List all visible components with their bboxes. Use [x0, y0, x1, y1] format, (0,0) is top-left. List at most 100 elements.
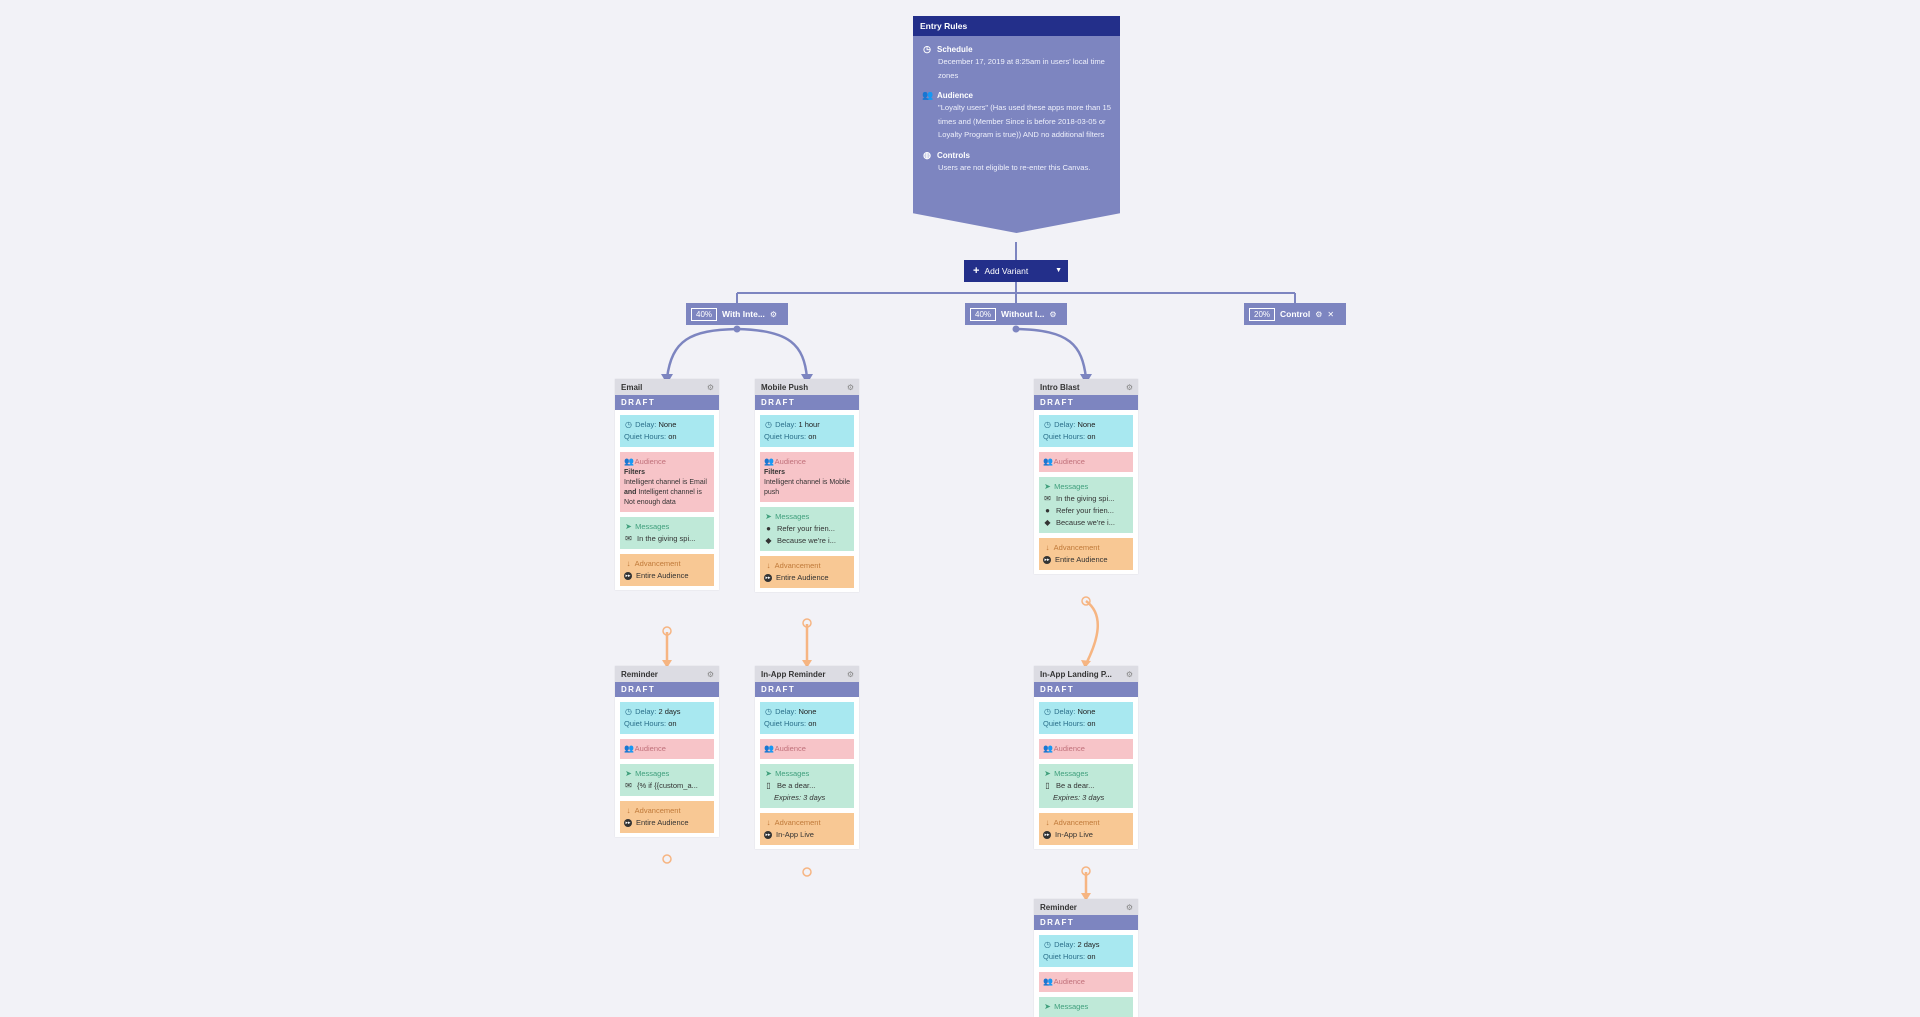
users-icon: 👥: [1043, 744, 1053, 753]
advancement-block[interactable]: ↓ Advancement ▸▸Entire Audience: [620, 554, 714, 586]
users-icon: 👥: [1043, 457, 1053, 466]
clock-icon: ◷: [1044, 940, 1051, 949]
message-item: Be a dear...: [777, 781, 816, 790]
messages-block[interactable]: ➤ Messages ●Refer your frien... ◆Because…: [760, 507, 854, 551]
delay-block[interactable]: ◷ Delay: None Quiet Hours: on: [1039, 415, 1133, 447]
audience-block[interactable]: 👥 Audience: [760, 739, 854, 759]
quiet-hours-label: Quiet Hours:: [624, 719, 667, 728]
delay-block[interactable]: ◷ Delay: None Quiet Hours: on: [620, 415, 714, 447]
gear-icon[interactable]: ⚙: [846, 669, 854, 679]
audience-title: Audience: [937, 91, 974, 100]
send-icon: ➤: [1044, 1002, 1051, 1011]
advancement-block[interactable]: ↓ Advancement ▸▸Entire Audience: [620, 801, 714, 833]
messages-block[interactable]: ➤ Messages: [1039, 997, 1133, 1017]
settings-icon[interactable]: ⚙: [1315, 309, 1323, 319]
variant-name: Without I...: [1001, 309, 1045, 319]
send-icon: ➤: [1044, 482, 1051, 491]
step-card-reminder-2[interactable]: Reminder⚙ DRAFT ◷ Delay: 2 days Quiet Ho…: [1034, 899, 1138, 1017]
variant-name: Control: [1280, 309, 1311, 319]
gear-icon[interactable]: ⚙: [1125, 382, 1133, 392]
variant-without-intelligent[interactable]: 40% Without I... ⚙: [965, 303, 1067, 325]
apple-icon: ●: [766, 524, 771, 533]
audience-block[interactable]: 👥 Audience Filters Intelligent channel i…: [760, 452, 854, 502]
fast-forward-icon: ▸▸: [764, 831, 772, 839]
delay-block[interactable]: ◷ Delay: None Quiet Hours: on: [760, 702, 854, 734]
quiet-hours-value: on: [1087, 432, 1096, 441]
variant-with-intelligent[interactable]: 40% With Inte... ⚙: [686, 303, 788, 325]
audience-text: "Loyalty users" (Has used these apps mor…: [938, 103, 1111, 139]
envelope-icon: ✉: [625, 781, 632, 790]
delay-value: 2 days: [1077, 940, 1100, 949]
delay-block[interactable]: ◷ Delay: 2 days Quiet Hours: on: [620, 702, 714, 734]
quiet-hours-label: Quiet Hours:: [1043, 952, 1086, 961]
messages-label: Messages: [775, 512, 810, 521]
advancement-value: In-App Live: [776, 830, 814, 839]
step-title: Mobile Push: [761, 382, 809, 392]
advancement-block[interactable]: ↓ Advancement ▸▸In-App Live: [1039, 813, 1133, 845]
audience-block[interactable]: 👥 Audience: [1039, 739, 1133, 759]
delay-block[interactable]: ◷ Delay: 2 days Quiet Hours: on: [1039, 935, 1133, 967]
audience-block[interactable]: 👥 Audience: [1039, 452, 1133, 472]
messages-block[interactable]: ➤ Messages ▯Be a dear... Expires: 3 days: [1039, 764, 1133, 808]
settings-icon[interactable]: ⚙: [1049, 309, 1057, 319]
audience-block[interactable]: 👥 Audience: [1039, 972, 1133, 992]
controls-section: ◍Controls Users are not eligible to re-e…: [922, 150, 1111, 175]
filter-text: Intelligent channel is Not enough data: [624, 489, 702, 506]
filter-text: Intelligent channel is Mobile push: [764, 479, 850, 496]
step-title: Email: [621, 382, 643, 392]
audience-label: Audience: [1053, 457, 1085, 466]
step-card-email[interactable]: Email⚙ DRAFT ◷ Delay: None Quiet Hours: …: [615, 379, 719, 590]
messages-label: Messages: [635, 522, 670, 531]
caret-down-icon[interactable]: ▼: [1055, 267, 1062, 274]
filters-label: Filters: [764, 469, 786, 476]
controls-title: Controls: [937, 150, 970, 160]
gear-icon[interactable]: ⚙: [1125, 669, 1133, 679]
filters-label: Filters: [624, 469, 646, 476]
send-icon: ➤: [625, 769, 632, 778]
audience-label: Audience: [634, 457, 666, 466]
advancement-label: Advancement: [774, 818, 821, 827]
audience-block[interactable]: 👥 Audience Filters Intelligent channel i…: [620, 452, 714, 512]
clock-icon: ◷: [765, 707, 772, 716]
delay-label: Delay:: [775, 420, 797, 429]
advancement-block[interactable]: ↓ Advancement ▸▸Entire Audience: [1039, 538, 1133, 570]
messages-block[interactable]: ➤ Messages ✉In the giving spi... ●Refer …: [1039, 477, 1133, 533]
step-card-in-app-reminder[interactable]: In-App Reminder⚙ DRAFT ◷ Delay: None Qui…: [755, 666, 859, 849]
gear-icon[interactable]: ⚙: [706, 669, 714, 679]
gear-icon[interactable]: ⚙: [846, 382, 854, 392]
mobile-phone-icon: ▯: [766, 781, 771, 790]
advancement-block[interactable]: ↓ Advancement ▸▸Entire Audience: [760, 556, 854, 588]
add-variant-button[interactable]: + Add Variant ▼: [964, 260, 1068, 282]
expires-text: Expires: 3 days: [774, 793, 826, 802]
step-title: Reminder: [1040, 902, 1077, 912]
settings-icon[interactable]: ⚙: [769, 309, 778, 319]
advancement-block[interactable]: ↓ Advancement ▸▸In-App Live: [760, 813, 854, 845]
message-item: In the giving spi...: [637, 534, 696, 543]
messages-block[interactable]: ➤ Messages ✉In the giving spi...: [620, 517, 714, 549]
delay-block[interactable]: ◷ Delay: 1 hour Quiet Hours: on: [760, 415, 854, 447]
gear-icon[interactable]: ⚙: [1125, 902, 1133, 912]
entry-rules-panel[interactable]: Entry Rules ◷Schedule December 17, 2019 …: [913, 16, 1120, 233]
step-card-mobile-push[interactable]: Mobile Push⚙ DRAFT ◷ Delay: 1 hour Quiet…: [755, 379, 859, 592]
messages-block[interactable]: ➤ Messages ▯Be a dear... Expires: 3 days: [760, 764, 854, 808]
quiet-hours-value: on: [1087, 952, 1096, 961]
users-icon: 👥: [764, 744, 774, 753]
mobile-phone-icon: ▯: [1045, 781, 1050, 790]
close-icon[interactable]: ✕: [1327, 309, 1335, 319]
delay-label: Delay:: [1054, 940, 1076, 949]
advancement-label: Advancement: [1053, 543, 1100, 552]
delay-block[interactable]: ◷ Delay: None Quiet Hours: on: [1039, 702, 1133, 734]
variant-control[interactable]: 20% Control ⚙ ✕: [1244, 303, 1346, 325]
step-title: In-App Landing P...: [1040, 669, 1112, 679]
audience-block[interactable]: 👥 Audience: [620, 739, 714, 759]
message-item: Refer your frien...: [1056, 506, 1114, 515]
gear-icon[interactable]: ⚙: [706, 382, 714, 392]
step-card-reminder[interactable]: Reminder⚙ DRAFT ◷ Delay: 2 days Quiet Ho…: [615, 666, 719, 837]
step-card-in-app-landing[interactable]: In-App Landing P...⚙ DRAFT ◷ Delay: None…: [1034, 666, 1138, 849]
users-icon: 👥: [624, 457, 634, 466]
arrow-down-icon: ↓: [766, 561, 771, 570]
step-card-intro-blast[interactable]: Intro Blast⚙ DRAFT ◷ Delay: None Quiet H…: [1034, 379, 1138, 574]
delay-label: Delay:: [1054, 420, 1076, 429]
messages-block[interactable]: ➤ Messages ✉{% if {{custom_a...: [620, 764, 714, 796]
